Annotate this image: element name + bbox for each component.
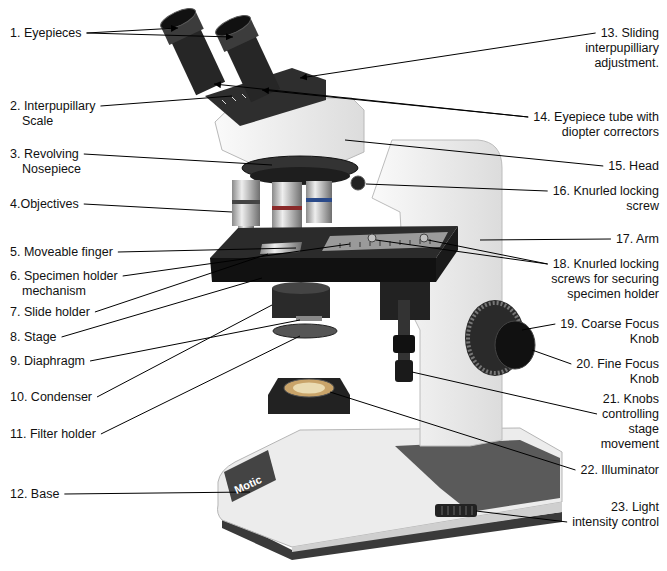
logo-plate bbox=[224, 450, 276, 502]
leader-line bbox=[376, 240, 548, 264]
part-label: 14. Eyepiece tube with diopter corrector… bbox=[529, 110, 659, 140]
leader-line bbox=[84, 204, 232, 212]
part-label: 15. Head bbox=[608, 159, 659, 174]
eyepiece-left bbox=[158, 4, 228, 96]
objective bbox=[272, 182, 302, 234]
part-label: 6. Specimen holder mechanism bbox=[10, 269, 134, 299]
illuminator bbox=[268, 378, 350, 414]
part-label: 4.Objectives bbox=[10, 197, 79, 212]
part-label: 21. Knobs controlling stage movement bbox=[571, 392, 659, 452]
leader-line bbox=[101, 336, 300, 434]
leader-line bbox=[476, 511, 567, 522]
part-label: 9. Diaphragm bbox=[10, 354, 85, 369]
stage-top bbox=[210, 226, 458, 258]
illuminator-housing bbox=[268, 378, 350, 414]
filter-holder bbox=[273, 324, 337, 338]
focus-knobs bbox=[465, 300, 535, 376]
brand-logo: Motic bbox=[232, 472, 264, 497]
stage bbox=[210, 226, 458, 282]
part-label: 16. Knurled locking screw bbox=[541, 184, 659, 214]
base-edge bbox=[292, 502, 562, 552]
arm bbox=[372, 140, 502, 446]
leader-line bbox=[62, 278, 262, 337]
leader-line bbox=[428, 240, 548, 264]
base-body bbox=[218, 428, 563, 547]
objective bbox=[306, 181, 332, 223]
part-label: 3. Revolving Nosepiece bbox=[10, 147, 102, 177]
part-label: 19. Coarse Focus Knob bbox=[554, 317, 659, 347]
part-label: 23. Light intensity control bbox=[564, 500, 659, 530]
base-dark-panel bbox=[395, 440, 560, 512]
locking-screw bbox=[420, 234, 428, 242]
head bbox=[205, 68, 364, 163]
part-label: 11. Filter holder bbox=[10, 427, 96, 442]
leader-line bbox=[366, 184, 548, 191]
leader-line bbox=[87, 33, 233, 37]
part-label: 13. Sliding interpupilliary adjustment. bbox=[579, 26, 659, 71]
leader-line bbox=[123, 244, 350, 276]
stage-drive bbox=[393, 300, 415, 382]
objective-band bbox=[232, 200, 260, 204]
part-label: 12. Base bbox=[10, 487, 59, 502]
illuminator-lens bbox=[284, 379, 334, 397]
part-label: 10. Condenser bbox=[10, 390, 92, 405]
condenser-top bbox=[272, 282, 330, 294]
objective-band bbox=[306, 198, 332, 202]
drive-knob bbox=[395, 360, 413, 382]
leader-line bbox=[412, 372, 597, 414]
leader-line bbox=[522, 324, 555, 330]
leader-lines bbox=[62, 28, 611, 522]
leader-line bbox=[87, 28, 178, 33]
part-label: 2. Interpupillary Scale bbox=[10, 99, 122, 129]
illuminator-glass bbox=[293, 383, 325, 394]
condenser bbox=[272, 282, 337, 338]
objective-band bbox=[272, 206, 302, 210]
locking-screw bbox=[368, 234, 376, 242]
leader-line bbox=[84, 154, 272, 165]
leader-line bbox=[480, 239, 611, 240]
part-label: 22. Illuminator bbox=[580, 463, 659, 478]
part-label: 5. Moveable finger bbox=[10, 245, 113, 260]
leader-line bbox=[97, 305, 272, 397]
objective bbox=[232, 180, 260, 226]
drive-knob bbox=[393, 335, 415, 353]
part-label: 1. Eyepieces bbox=[10, 26, 82, 41]
part-label: 8. Stage bbox=[10, 330, 57, 345]
leader-line bbox=[330, 392, 575, 470]
leader-line bbox=[532, 350, 571, 364]
fine-knob bbox=[495, 321, 535, 369]
part-label: 18. Knurled locking screws for securing … bbox=[544, 257, 659, 302]
leader-line bbox=[118, 248, 296, 252]
eyepiece-cap bbox=[213, 11, 253, 40]
locking-screw bbox=[351, 176, 365, 190]
base bbox=[218, 428, 563, 560]
scale-ticks bbox=[340, 239, 430, 248]
leader-line bbox=[214, 84, 528, 117]
leader-line bbox=[95, 254, 268, 312]
leader-line bbox=[300, 33, 596, 78]
leader-line bbox=[345, 140, 603, 166]
light-control-wheel bbox=[435, 504, 477, 517]
wheel-ridges bbox=[442, 506, 472, 515]
part-label: 17. Arm bbox=[616, 232, 659, 247]
part-label: 7. Slide holder bbox=[10, 305, 90, 320]
arm-body bbox=[372, 140, 502, 446]
leader-line bbox=[100, 96, 232, 106]
leader-line bbox=[90, 320, 300, 361]
part-label: 20. Fine Focus Knob bbox=[569, 357, 659, 387]
leader-line bbox=[64, 492, 250, 494]
